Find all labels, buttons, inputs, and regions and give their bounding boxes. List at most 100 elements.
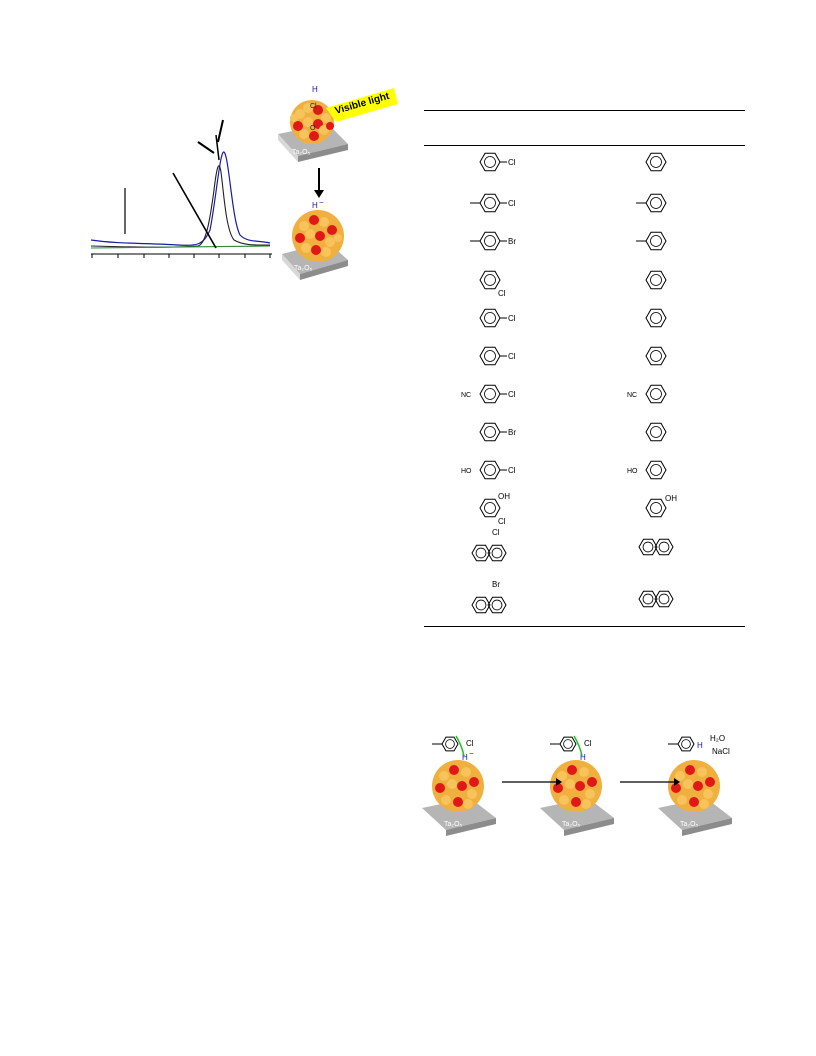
electron-arrow (455, 735, 465, 757)
substituent-label: HO (461, 468, 472, 475)
electron-arrow (573, 735, 583, 757)
top-cluster-illustration: Ta₂O₅ H Cl O Visible light (278, 85, 398, 162)
reaction-arrow (620, 778, 680, 786)
byproduct-label: H₂O (710, 734, 725, 743)
substituent-label: Cl (508, 390, 516, 399)
benzene-ring (479, 231, 501, 251)
benzene-ring (638, 538, 658, 556)
benzene-ring (645, 308, 667, 328)
table-row: NC NC Cl (461, 384, 667, 404)
table-header-rule (424, 145, 745, 146)
substituent-label: Cl (508, 199, 516, 208)
charge-label: − (469, 749, 474, 758)
blue-spectrum-line (90, 151, 271, 246)
x-axis-ticks (91, 254, 271, 258)
hydride-label: H (462, 753, 468, 762)
benzene-ring (479, 346, 501, 366)
substituent-label: Cl (508, 466, 516, 475)
substituent-label: Cl (498, 289, 506, 298)
table-row: Br (471, 580, 674, 614)
benzene-ring (645, 270, 667, 290)
substituent-label: NC (627, 392, 637, 399)
benzene-ring (471, 544, 491, 562)
benzene-ring (479, 270, 501, 290)
substituent-label: OH (498, 492, 510, 501)
reaction-arrow (502, 778, 562, 786)
green-spectrum-line (90, 245, 271, 249)
black-spectrum-line (90, 165, 271, 248)
benzene-ring (479, 308, 501, 328)
substituent-label: Cl (492, 528, 500, 537)
spectrum-figure (90, 119, 272, 258)
benzene-ring (645, 231, 667, 251)
substrate-label: Ta₂O₅ (562, 821, 581, 828)
mechanism-panel: Ta₂O₅ H H₂O NaCl (658, 734, 732, 836)
benzene-ring (479, 152, 501, 172)
table-row: Cl (471, 528, 674, 562)
benzene-ring (645, 422, 667, 442)
benzene-ring (677, 736, 695, 752)
table-top-rule (424, 110, 745, 111)
hydride-label: H (697, 741, 703, 750)
substrate-label: Ta₂O₅ (680, 821, 699, 828)
substituent-label: Cl (498, 517, 506, 526)
substituent-label: Cl (508, 352, 516, 361)
annotation-line (172, 172, 217, 249)
svg-text:−: − (319, 198, 324, 207)
hydride-label: H (580, 753, 586, 762)
substrate-label: Ta₂O₅ (444, 821, 463, 828)
annotation-line (215, 134, 220, 161)
svg-text:H: H (312, 201, 318, 210)
table-row: Cl (479, 152, 667, 172)
byproduct-label: NaCl (712, 747, 730, 756)
table-row: OH Cl OH (479, 492, 677, 526)
annotation-line (197, 141, 215, 154)
benzene-ring (559, 736, 577, 752)
mechanism-panel: Ta₂O₅ ClH (540, 735, 614, 836)
down-arrow-icon (314, 168, 324, 198)
nanocluster (290, 100, 334, 144)
table-row: Cl (470, 193, 667, 213)
substituent-label: Br (508, 237, 516, 246)
table-row: HO HO Cl (461, 460, 667, 480)
benzene-ring (441, 736, 459, 752)
table-row: Cl (479, 308, 667, 328)
benzene-ring (479, 498, 501, 518)
substituent-label: Cl (508, 158, 516, 167)
benzene-ring (654, 590, 674, 608)
mechanism-panel: Ta₂O₅ ClH− (422, 735, 496, 836)
benzene-ring (645, 498, 667, 518)
svg-text:Cl: Cl (310, 103, 317, 110)
benzene-ring (479, 193, 501, 213)
substituent-label: Br (508, 428, 516, 437)
benzene-ring (645, 346, 667, 366)
substituent-label: Cl (466, 739, 474, 748)
benzene-ring (479, 384, 501, 404)
benzene-ring (645, 152, 667, 172)
benzene-ring (645, 193, 667, 213)
table-row: Br (479, 422, 667, 442)
substituent-label: HO (627, 468, 638, 475)
substituent-label: NC (461, 392, 471, 399)
substituent-label: Br (492, 580, 500, 589)
table-bottom-rule (424, 626, 745, 627)
benzene-ring (638, 590, 658, 608)
benzene-ring (479, 460, 501, 480)
benzene-ring (487, 544, 507, 562)
table-row: Br (470, 231, 667, 251)
svg-text:Ta₂O₅: Ta₂O₅ (292, 149, 311, 156)
benzene-ring (471, 596, 491, 614)
annotation-line (217, 119, 224, 143)
benzene-ring (654, 538, 674, 556)
substituent-label: Cl (584, 739, 592, 748)
bottom-cluster-illustration: Ta₂O₅ H − (282, 198, 348, 280)
substituent-label: Cl (508, 314, 516, 323)
benzene-ring (487, 596, 507, 614)
table-row: Cl (479, 270, 667, 298)
benzene-ring (645, 384, 667, 404)
benzene-ring (479, 422, 501, 442)
substituent-label: OH (665, 494, 677, 503)
svg-text:Ta₂O₅: Ta₂O₅ (294, 265, 313, 272)
